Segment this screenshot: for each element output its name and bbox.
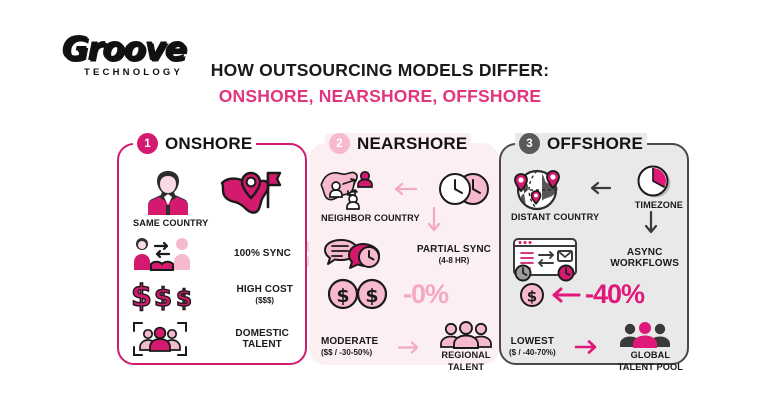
globe-pins-icon [509, 165, 565, 211]
panel-nearshore-number: 2 [329, 133, 350, 154]
nearshore-row-2-sub: (4-8 HR) [438, 256, 470, 265]
panel-offshore-header: 3 OFFSHORE [515, 133, 648, 154]
country-map-pin-flag-icon [220, 167, 282, 215]
two-clocks-icon [435, 171, 493, 207]
arrow-down-icon [644, 210, 658, 235]
svg-text:$: $ [336, 285, 349, 307]
onshore-row-3-label: HIGH COST [236, 283, 293, 295]
onshore-row-4-sub: TALENT [242, 339, 282, 350]
single-coin-icon: $ [519, 282, 545, 308]
svg-text:$: $ [176, 286, 192, 312]
svg-text:$: $ [527, 287, 537, 305]
panel-onshore-title: ONSHORE [165, 133, 253, 153]
onshore-row-2-label: 100% SYNC [233, 248, 291, 260]
nearshore-row-3-label: MODERATE [321, 335, 379, 347]
onshore-row-3-sub: ($$$) [255, 296, 275, 305]
page-title: HOW OUTSOURCING MODELS DIFFER: ONSHORE, … [0, 60, 760, 107]
regional-team-icon [439, 321, 493, 349]
timezone-clock-icon [635, 165, 683, 199]
panel-onshore-number: 1 [137, 133, 158, 154]
panel-offshore-number: 3 [519, 133, 540, 154]
arrow-left-icon [393, 182, 418, 196]
offshore-row-1-label: DISTANT COUNTRY [511, 212, 600, 222]
domestic-team-frame-icon [131, 320, 189, 358]
nearshore-row-4-sub: TALENT [447, 361, 485, 372]
onshore-row-1-label: SAME COUNTRY [133, 218, 209, 228]
arrow-left-icon [550, 287, 581, 303]
offshore-row-3-sub: WORKFLOWS [610, 258, 679, 269]
panel-offshore[interactable]: 3 OFFSHORE [499, 133, 689, 372]
arrow-left-icon [589, 181, 611, 195]
nearshore-savings-value: -0% [403, 278, 449, 309]
svg-text:$: $ [154, 283, 172, 313]
panel-nearshore-header: 2 NEARSHORE [325, 133, 472, 154]
onshore-row-4-label: DOMESTIC [235, 327, 289, 339]
global-team-icon [618, 321, 683, 349]
svg-text:$: $ [131, 279, 152, 314]
panel-nearshore-title: NEARSHORE [357, 133, 468, 153]
logo-subtitle: TECHNOLOGY [84, 67, 184, 78]
offshore-row-4-label: LOWEST [510, 335, 555, 347]
title-line-1: HOW OUTSOURCING MODELS DIFFER: [210, 60, 550, 80]
offshore-savings-value: -40% [585, 279, 645, 309]
handshake-exchange-icon [131, 237, 193, 271]
nearshore-row-3-sub: ($$ / -30-50%) [321, 348, 373, 357]
offshore-row-4-sub: ($ / -40-70%) [509, 348, 556, 357]
arrow-right-icon [574, 340, 599, 354]
arrow-right-icon [397, 340, 420, 354]
neighbor-country-users-icon [319, 167, 375, 211]
panel-onshore[interactable]: 1 ONSHORE [117, 133, 307, 365]
title-line-2: ONSHORE, NEARSHORE, OFFSHORE [218, 86, 542, 106]
chat-clock-icon [321, 237, 383, 273]
offshore-row-3-label: ASYNC [626, 246, 663, 258]
nearshore-row-1-label: NEIGHBOR COUNTRY [321, 213, 420, 223]
triple-dollar-icon: $ $ $ [130, 278, 203, 314]
svg-text:$: $ [365, 285, 378, 307]
workflow-board-icon [509, 235, 587, 282]
nearshore-row-4-label: REGIONAL [441, 350, 491, 360]
panel-offshore-title: OFFSHORE [547, 133, 644, 153]
logo-wordmark: Groove [62, 29, 187, 68]
arrow-down-icon [427, 206, 441, 233]
businesswoman-icon [146, 167, 190, 215]
panel-onshore-header: 1 ONSHORE [133, 133, 257, 154]
groove-technology-logo: Groove TECHNOLOGY [62, 29, 187, 82]
nearshore-row-2-label: PARTIAL SYNC [416, 243, 491, 255]
panel-nearshore[interactable]: 2 NEARSHORE [309, 133, 499, 372]
offshore-row-5-sub: TALENT POOL [617, 361, 683, 372]
offshore-row-5-label: GLOBAL [630, 350, 671, 360]
offshore-row-2-label: TIMEZONE [634, 199, 683, 210]
double-coin-icon: $ $ [327, 278, 389, 310]
